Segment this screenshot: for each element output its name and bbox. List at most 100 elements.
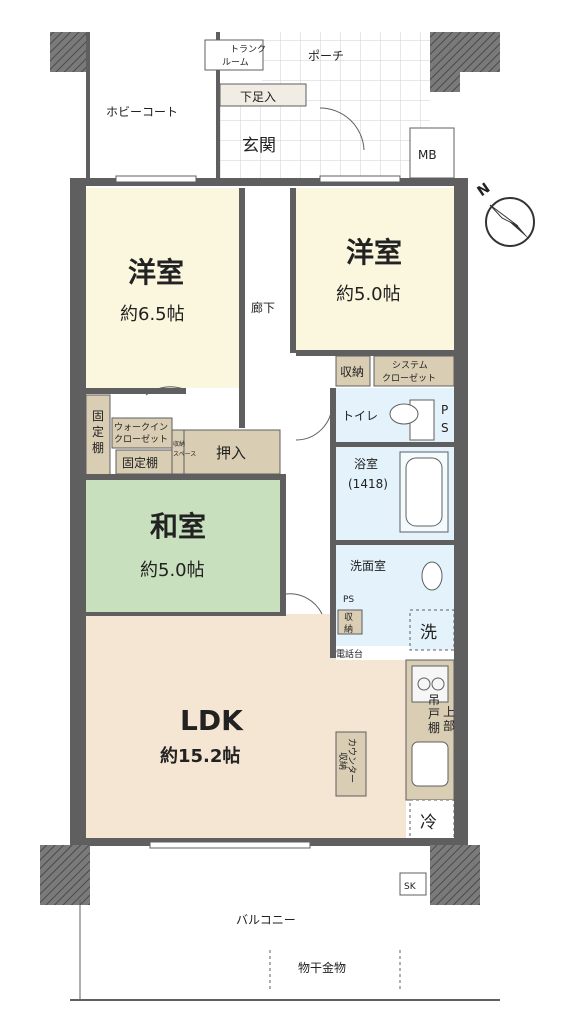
label-toilet: トイレ xyxy=(342,409,378,423)
label-laundry-pole: 物干金物 xyxy=(298,960,346,975)
label-upper-3: 吊 xyxy=(428,693,440,707)
wall-bath-bottom xyxy=(336,540,454,545)
wall-wet-left xyxy=(330,388,336,658)
wall-corridor-right xyxy=(290,188,296,353)
wall-corridor-left xyxy=(239,188,245,428)
label-phone-stand: 電話台 xyxy=(336,648,363,660)
burner-right xyxy=(431,677,445,691)
japanese-room xyxy=(86,480,280,612)
label-ps-small: PS xyxy=(343,595,354,605)
bathtub-basin xyxy=(405,457,443,527)
label-western-right-size: 約5.0帖 xyxy=(336,284,401,305)
western-room-right xyxy=(296,188,454,353)
fridge-space xyxy=(409,799,455,841)
label-bathroom-size: (1418) xyxy=(348,477,388,491)
wall-hobby-left xyxy=(86,32,90,182)
svg-text:N: N xyxy=(474,180,493,200)
wall-ldk-top xyxy=(86,612,286,616)
label-system-closet-2: クローゼット xyxy=(382,372,436,384)
mb-box xyxy=(409,127,455,179)
door-swing-walkin xyxy=(145,386,187,396)
entrance-floor xyxy=(220,105,305,180)
wall-right xyxy=(454,180,468,842)
system-closet xyxy=(373,355,455,387)
sk-box xyxy=(399,872,427,896)
label-hobby-court: ホビーコート xyxy=(106,105,178,119)
label-system-closet-1: システム xyxy=(392,360,428,371)
label-western-left-size: 約6.5帖 xyxy=(120,304,185,325)
wall-bath-top xyxy=(336,442,454,447)
oshiire-closet xyxy=(183,429,281,475)
label-storage-vertical-1: 収 xyxy=(344,611,353,623)
label-walkin-1: ウォークイン xyxy=(114,422,168,433)
label-fixed-shelf-2: 定 xyxy=(92,424,104,439)
label-trunk-room-1: トランク xyxy=(230,44,266,55)
label-western-right-name: 洋室 xyxy=(346,236,402,269)
wall-japanese-top xyxy=(86,474,286,480)
column-bottom-left xyxy=(40,845,90,905)
trunk-room-box xyxy=(204,39,264,71)
label-ldk-name: LDK xyxy=(180,704,244,737)
toilet-bowl xyxy=(389,403,419,425)
kitchen-sink xyxy=(411,741,449,787)
wall-left xyxy=(70,180,86,842)
western-room-left xyxy=(86,188,239,388)
label-entrance: 玄関 xyxy=(242,136,276,156)
wall-japanese-right xyxy=(280,474,286,614)
fixed-shelf-left xyxy=(85,394,111,476)
door-swing-japanese xyxy=(285,593,323,615)
label-fixed-shelf-3: 棚 xyxy=(92,440,104,455)
storage-vertical xyxy=(337,609,363,635)
window-western-left xyxy=(115,175,197,183)
label-upper-2: 部 xyxy=(443,718,455,733)
label-counter-storage-2: 収納 xyxy=(337,752,349,770)
label-ps-top-1: P xyxy=(441,403,448,417)
label-fridge: 冷 xyxy=(420,813,437,833)
label-japanese-name: 和室 xyxy=(150,510,206,543)
label-bathroom-name: 浴室 xyxy=(354,456,378,471)
window-ldk xyxy=(149,841,311,849)
label-walkin-2: クローゼット xyxy=(114,433,168,445)
label-storage-space-1: 収納 xyxy=(173,440,185,448)
label-storage-small: 収納 xyxy=(340,365,364,379)
label-upper-4: 戸 xyxy=(428,707,440,721)
column-top-right xyxy=(430,32,500,92)
label-upper-5: 棚 xyxy=(428,720,440,735)
wall-hobby-right xyxy=(216,32,220,182)
washbasin xyxy=(421,561,443,591)
label-corridor: 廊下 xyxy=(251,300,275,315)
label-fixed-shelf-bottom: 固定棚 xyxy=(122,455,158,470)
wall-bedroom-bottom xyxy=(296,350,456,356)
walkin-closet xyxy=(111,417,173,449)
window-western-right xyxy=(319,175,401,183)
label-porch: ポーチ xyxy=(308,49,344,63)
label-mb: MB xyxy=(418,148,437,162)
washer-space xyxy=(409,609,455,651)
burner-left xyxy=(417,677,431,691)
label-trunk-room-2: ルーム xyxy=(222,57,249,68)
door-swing-entrance xyxy=(319,107,365,151)
label-oshiire: 押入 xyxy=(216,444,246,462)
label-ps-top-2: S xyxy=(441,421,449,435)
door-swing-toilet xyxy=(295,403,333,441)
label-storage-vertical-2: 納 xyxy=(344,623,353,635)
storage-small xyxy=(335,355,371,387)
column-bottom-right xyxy=(430,845,480,905)
label-fixed-shelf-1: 固 xyxy=(92,409,104,423)
column-top-left xyxy=(50,32,90,72)
wall-top xyxy=(70,178,468,186)
label-upper-1: 上 xyxy=(443,705,455,719)
wall-western-bottom xyxy=(86,388,186,394)
label-storage-space-2: スペース xyxy=(173,451,196,458)
label-western-left-name: 洋室 xyxy=(128,256,184,289)
counter-storage xyxy=(335,731,367,797)
ldk-room xyxy=(86,614,336,842)
label-ldk-size: 約15.2帖 xyxy=(160,745,240,767)
label-japanese-size: 約5.0帖 xyxy=(140,560,205,581)
label-washer: 洗 xyxy=(420,623,437,643)
label-washroom: 洗面室 xyxy=(350,558,386,573)
label-balcony: バルコニー xyxy=(236,913,296,927)
label-sk: SK xyxy=(404,882,417,892)
compass-icon: N xyxy=(474,180,535,247)
